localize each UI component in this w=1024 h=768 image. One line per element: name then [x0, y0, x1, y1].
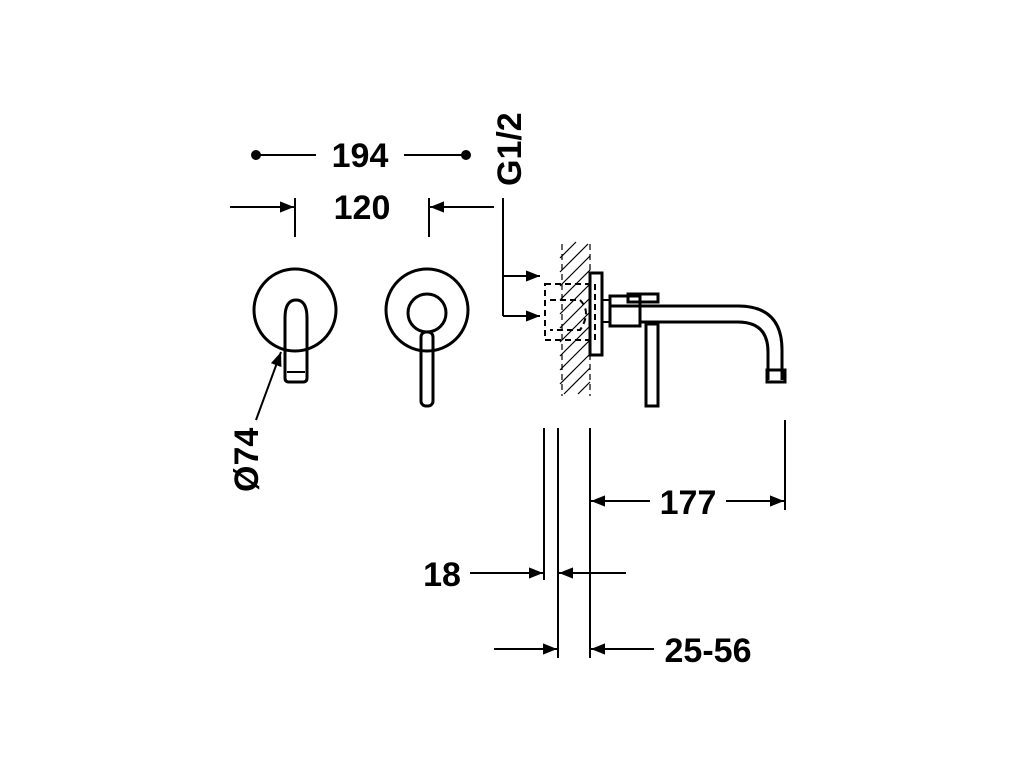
- dim-dot-right: [461, 150, 471, 160]
- dim-label-25-56: 25-56: [665, 632, 752, 670]
- dimension-120: 120: [230, 189, 494, 237]
- dim-label-120: 120: [334, 189, 391, 227]
- dimension-diameter: Ø74: [228, 351, 282, 492]
- dim-label-177: 177: [660, 484, 717, 522]
- dimension-194: 194: [251, 137, 471, 175]
- dim-label-thread: G1/2: [491, 112, 529, 186]
- right-wall-plate: [384, 267, 470, 408]
- left-wall-plate: [252, 267, 338, 384]
- dimension-177: 177: [591, 484, 784, 522]
- dim-label-diameter: Ø74: [228, 428, 266, 492]
- extension-lines: [543, 420, 786, 658]
- side-view: [544, 241, 787, 408]
- dim-label-194: 194: [332, 137, 389, 175]
- dimension-thread: G1/2: [491, 112, 540, 322]
- dim-label-18: 18: [423, 556, 461, 594]
- dimension-18: 18: [423, 556, 626, 594]
- dimension-25-56: 25-56: [494, 632, 751, 670]
